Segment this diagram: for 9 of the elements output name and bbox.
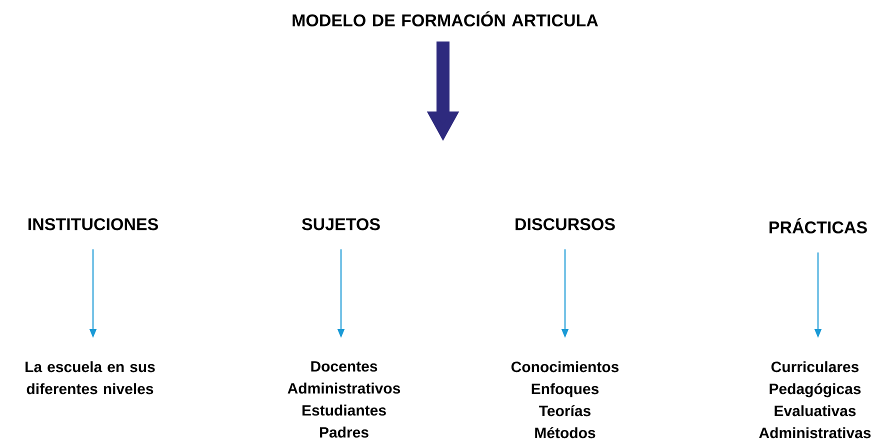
title: MODELO DE FORMACIÓN ARTICULA	[292, 11, 598, 26]
item-list: Docentes Administrativos Estudiantes Padres	[288, 361, 400, 438]
item-list: Curriculares Pedagógicas Evaluativas Administrativas	[759, 361, 871, 438]
category-heading: SUJETOS	[302, 218, 380, 230]
category-heading: DISCURSOS	[516, 218, 615, 230]
category-heading: INSTITUCIONES	[28, 218, 158, 230]
category-heading: PRÁCTICAS	[770, 218, 867, 234]
item-list: La escuela en sus diferentes niveles	[26, 361, 155, 394]
item-list: Conocimientos Enfoques Teorías Métodos	[511, 361, 619, 438]
